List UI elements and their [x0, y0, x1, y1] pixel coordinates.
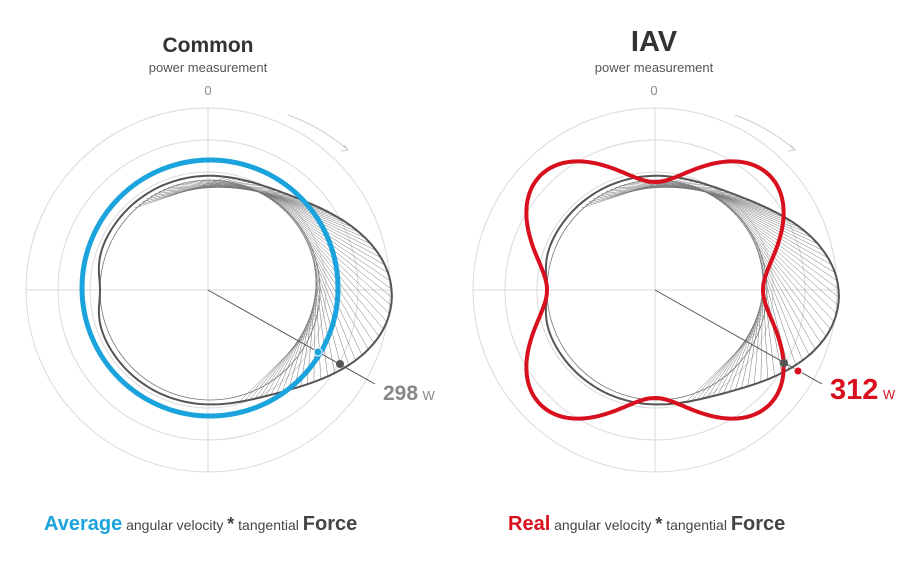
left-hatch-line: [265, 309, 317, 397]
left-rotation-arrow: [287, 114, 349, 151]
right-hatch-line: [751, 237, 810, 356]
right-hatch-line: [755, 246, 796, 366]
left-hatch-line: [304, 237, 363, 356]
left-hatch-line: [226, 181, 340, 219]
right-hatch-line: [753, 241, 803, 361]
left-hatch-line: [221, 180, 333, 215]
right-hatch-line: [741, 284, 766, 389]
left-force-curve: [97, 174, 393, 406]
left-hatch-line: [279, 206, 392, 298]
right-pointer-line: [654, 289, 823, 385]
right-rotation-arrowhead: [787, 144, 796, 152]
right-hatch-line: [737, 216, 835, 322]
right-hatch-line: [733, 213, 837, 314]
right-subtitle: power measurement: [594, 60, 714, 75]
left-hatch-line: [244, 328, 312, 402]
left-hatch-line: [275, 203, 392, 290]
left-hatch-line: [306, 241, 356, 361]
right-hatch-line: [712, 309, 764, 397]
right-red-dot: [793, 366, 803, 376]
left-title: Common: [162, 34, 254, 57]
left-pointer-line: [207, 289, 376, 385]
right-hatch-line: [673, 181, 787, 219]
right-hatch-line: [729, 294, 766, 392]
right-hatch-line: [723, 299, 765, 394]
left-black-dot: [336, 360, 344, 368]
right-hatch-line: [743, 224, 827, 337]
left-hatch-line: [286, 213, 390, 314]
right-black-dot: [780, 359, 788, 367]
left-hatch-line: [282, 294, 319, 392]
left-caption: Average angular velocity * tangential Fo…: [44, 513, 358, 535]
left-zero-label: 0: [204, 83, 212, 98]
left-hatch-line: [283, 209, 392, 306]
right-title: IAV: [630, 26, 678, 58]
left-rotation-arrowhead: [340, 144, 349, 152]
left-hatch-line: [276, 299, 318, 394]
left-hatch-line: [259, 313, 316, 398]
right-hatch-line: [668, 180, 780, 215]
right-hatch-line: [706, 313, 763, 398]
left-power-value: 298 W: [383, 382, 435, 405]
left-hatch-line: [249, 323, 313, 401]
left-hatch-line: [238, 332, 310, 403]
right-hatch-line: [730, 209, 839, 306]
right-hatch-line: [685, 332, 757, 403]
right-hatch-line: [726, 206, 839, 298]
right-hatch-line: [717, 304, 765, 395]
left-subtitle: power measurement: [148, 60, 268, 75]
right-power-value: 312 W: [830, 374, 896, 406]
left-hatch-line: [308, 246, 349, 366]
left-blue-dot: [313, 347, 323, 357]
left-average-velocity-circle: [79, 157, 341, 419]
right-zero-label: 0: [650, 83, 658, 98]
left-hatch-line: [254, 190, 377, 251]
left-hatch-line: [294, 284, 319, 389]
right-rotation-arrow: [734, 114, 796, 151]
left-hatch-line: [270, 304, 318, 395]
right-caption: Real angular velocity * tangential Force: [508, 513, 786, 535]
right-hatch-line: [710, 194, 832, 266]
right-hatch-line: [740, 220, 831, 330]
right-hatch-line: [735, 289, 766, 391]
right-hatch-line: [706, 192, 829, 258]
right-hatch-line: [701, 190, 824, 251]
right-hatch-line: [722, 203, 839, 290]
right-hatch-line: [714, 197, 836, 274]
left-hatch-line: [288, 289, 319, 391]
right-real-velocity-curve: [524, 159, 786, 421]
right-hatch-line: [691, 328, 759, 402]
right-hatch-line: [696, 323, 760, 401]
